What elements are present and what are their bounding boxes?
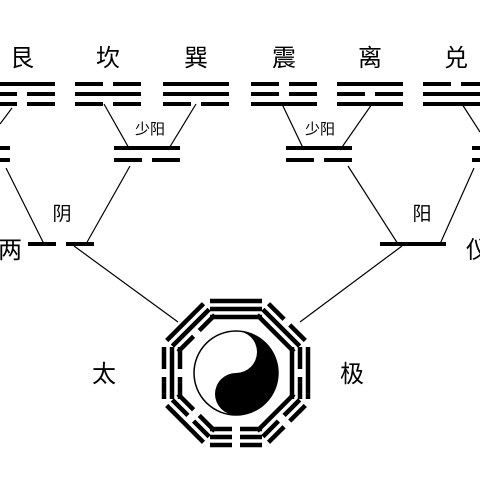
four-image-left-edge <box>0 146 10 162</box>
bagua-trigram <box>161 347 183 399</box>
yin-line-segment <box>251 82 279 86</box>
yin-line-segment <box>27 92 55 96</box>
bagua-trigram <box>165 302 217 354</box>
trigram-symbol <box>251 82 317 106</box>
yin-line-segment <box>113 102 141 106</box>
bagua-trigram <box>289 347 311 399</box>
yang-line <box>255 313 296 354</box>
yin-label: 阴 <box>52 203 71 225</box>
yang-line <box>261 307 302 348</box>
yang-line <box>251 102 317 106</box>
yin-line-segment <box>266 425 286 444</box>
yang-line <box>423 102 480 106</box>
yin-line-segment <box>289 92 317 96</box>
yin-line-segment <box>423 82 451 86</box>
trigram-label-dui: 兑 <box>444 44 468 72</box>
yin-line-segment <box>0 102 17 106</box>
bagua-trigram <box>255 392 307 444</box>
tai-label: 太 <box>92 360 116 388</box>
yang-line <box>423 92 480 96</box>
four-image-shao-yang-left <box>114 146 180 162</box>
trigram-label-zhen: 震 <box>272 44 296 72</box>
yin-line-segment <box>176 334 196 354</box>
yang-line <box>75 92 141 96</box>
yang-line <box>163 82 229 86</box>
shao-yang-label-left: 少阳 <box>135 120 165 138</box>
yin-line-segment <box>27 102 55 106</box>
yang-line <box>337 82 403 86</box>
yin-line-segment <box>0 92 17 96</box>
yin-yang-icon <box>193 330 279 416</box>
yang-line <box>0 82 55 86</box>
yin-line-segment <box>288 403 307 423</box>
yang-line <box>255 392 296 433</box>
yang-line <box>165 302 206 343</box>
yin-line-segment <box>197 413 217 433</box>
trigram-symbol <box>337 82 403 106</box>
yin-line-segment <box>75 82 103 86</box>
yin-line-segment <box>170 398 190 418</box>
trigram-symbol <box>423 82 480 106</box>
yang-line <box>165 403 206 444</box>
bagua-trigram <box>210 298 262 320</box>
trigram-label-xun: 巽 <box>184 44 208 72</box>
trigram-symbol <box>75 82 141 106</box>
trigram-symbol <box>0 82 55 106</box>
yin-line-segment <box>337 92 365 96</box>
ji-label: 极 <box>340 360 364 388</box>
yin-line-segment <box>163 102 191 106</box>
bagua-trigram <box>210 426 262 448</box>
shao-yang-label-right: 少阳 <box>305 120 335 138</box>
yin-line-segment <box>261 419 281 439</box>
yin-line-segment <box>375 92 403 96</box>
yin-line-segment <box>282 398 302 418</box>
four-image-right-edge <box>472 146 480 162</box>
trigram-label-gen: 艮 <box>10 44 34 72</box>
yin-line-segment <box>197 313 217 333</box>
yin-line-segment <box>75 102 103 106</box>
yang-symbol <box>380 242 446 246</box>
yin-symbol <box>28 242 94 246</box>
yin-line-segment <box>288 323 307 343</box>
yin-line-segment <box>191 419 211 439</box>
trigram-symbols <box>0 82 480 106</box>
bagua-octagon-ring <box>161 298 311 448</box>
tree-connectors <box>0 103 480 323</box>
yin-line-segment <box>201 102 229 106</box>
bagua-trigram <box>255 302 307 354</box>
liang-partial-label: 两 <box>0 236 22 264</box>
yin-line-segment <box>289 82 317 86</box>
four-image-shao-yang-right <box>286 146 352 162</box>
yin-line-segment <box>266 302 286 321</box>
yang-line <box>337 102 403 106</box>
yang-line <box>170 307 211 348</box>
yin-line-segment <box>251 92 279 96</box>
yang-label: 阳 <box>412 203 431 225</box>
trigram-label-li: 离 <box>358 44 382 72</box>
yang-line <box>163 92 229 96</box>
yin-line-segment <box>113 82 141 86</box>
yi-partial-label: 仪 <box>466 236 480 264</box>
trigram-label-kan: 坎 <box>96 44 120 72</box>
yin-line-segment <box>461 82 480 86</box>
trigram-symbol <box>163 82 229 106</box>
